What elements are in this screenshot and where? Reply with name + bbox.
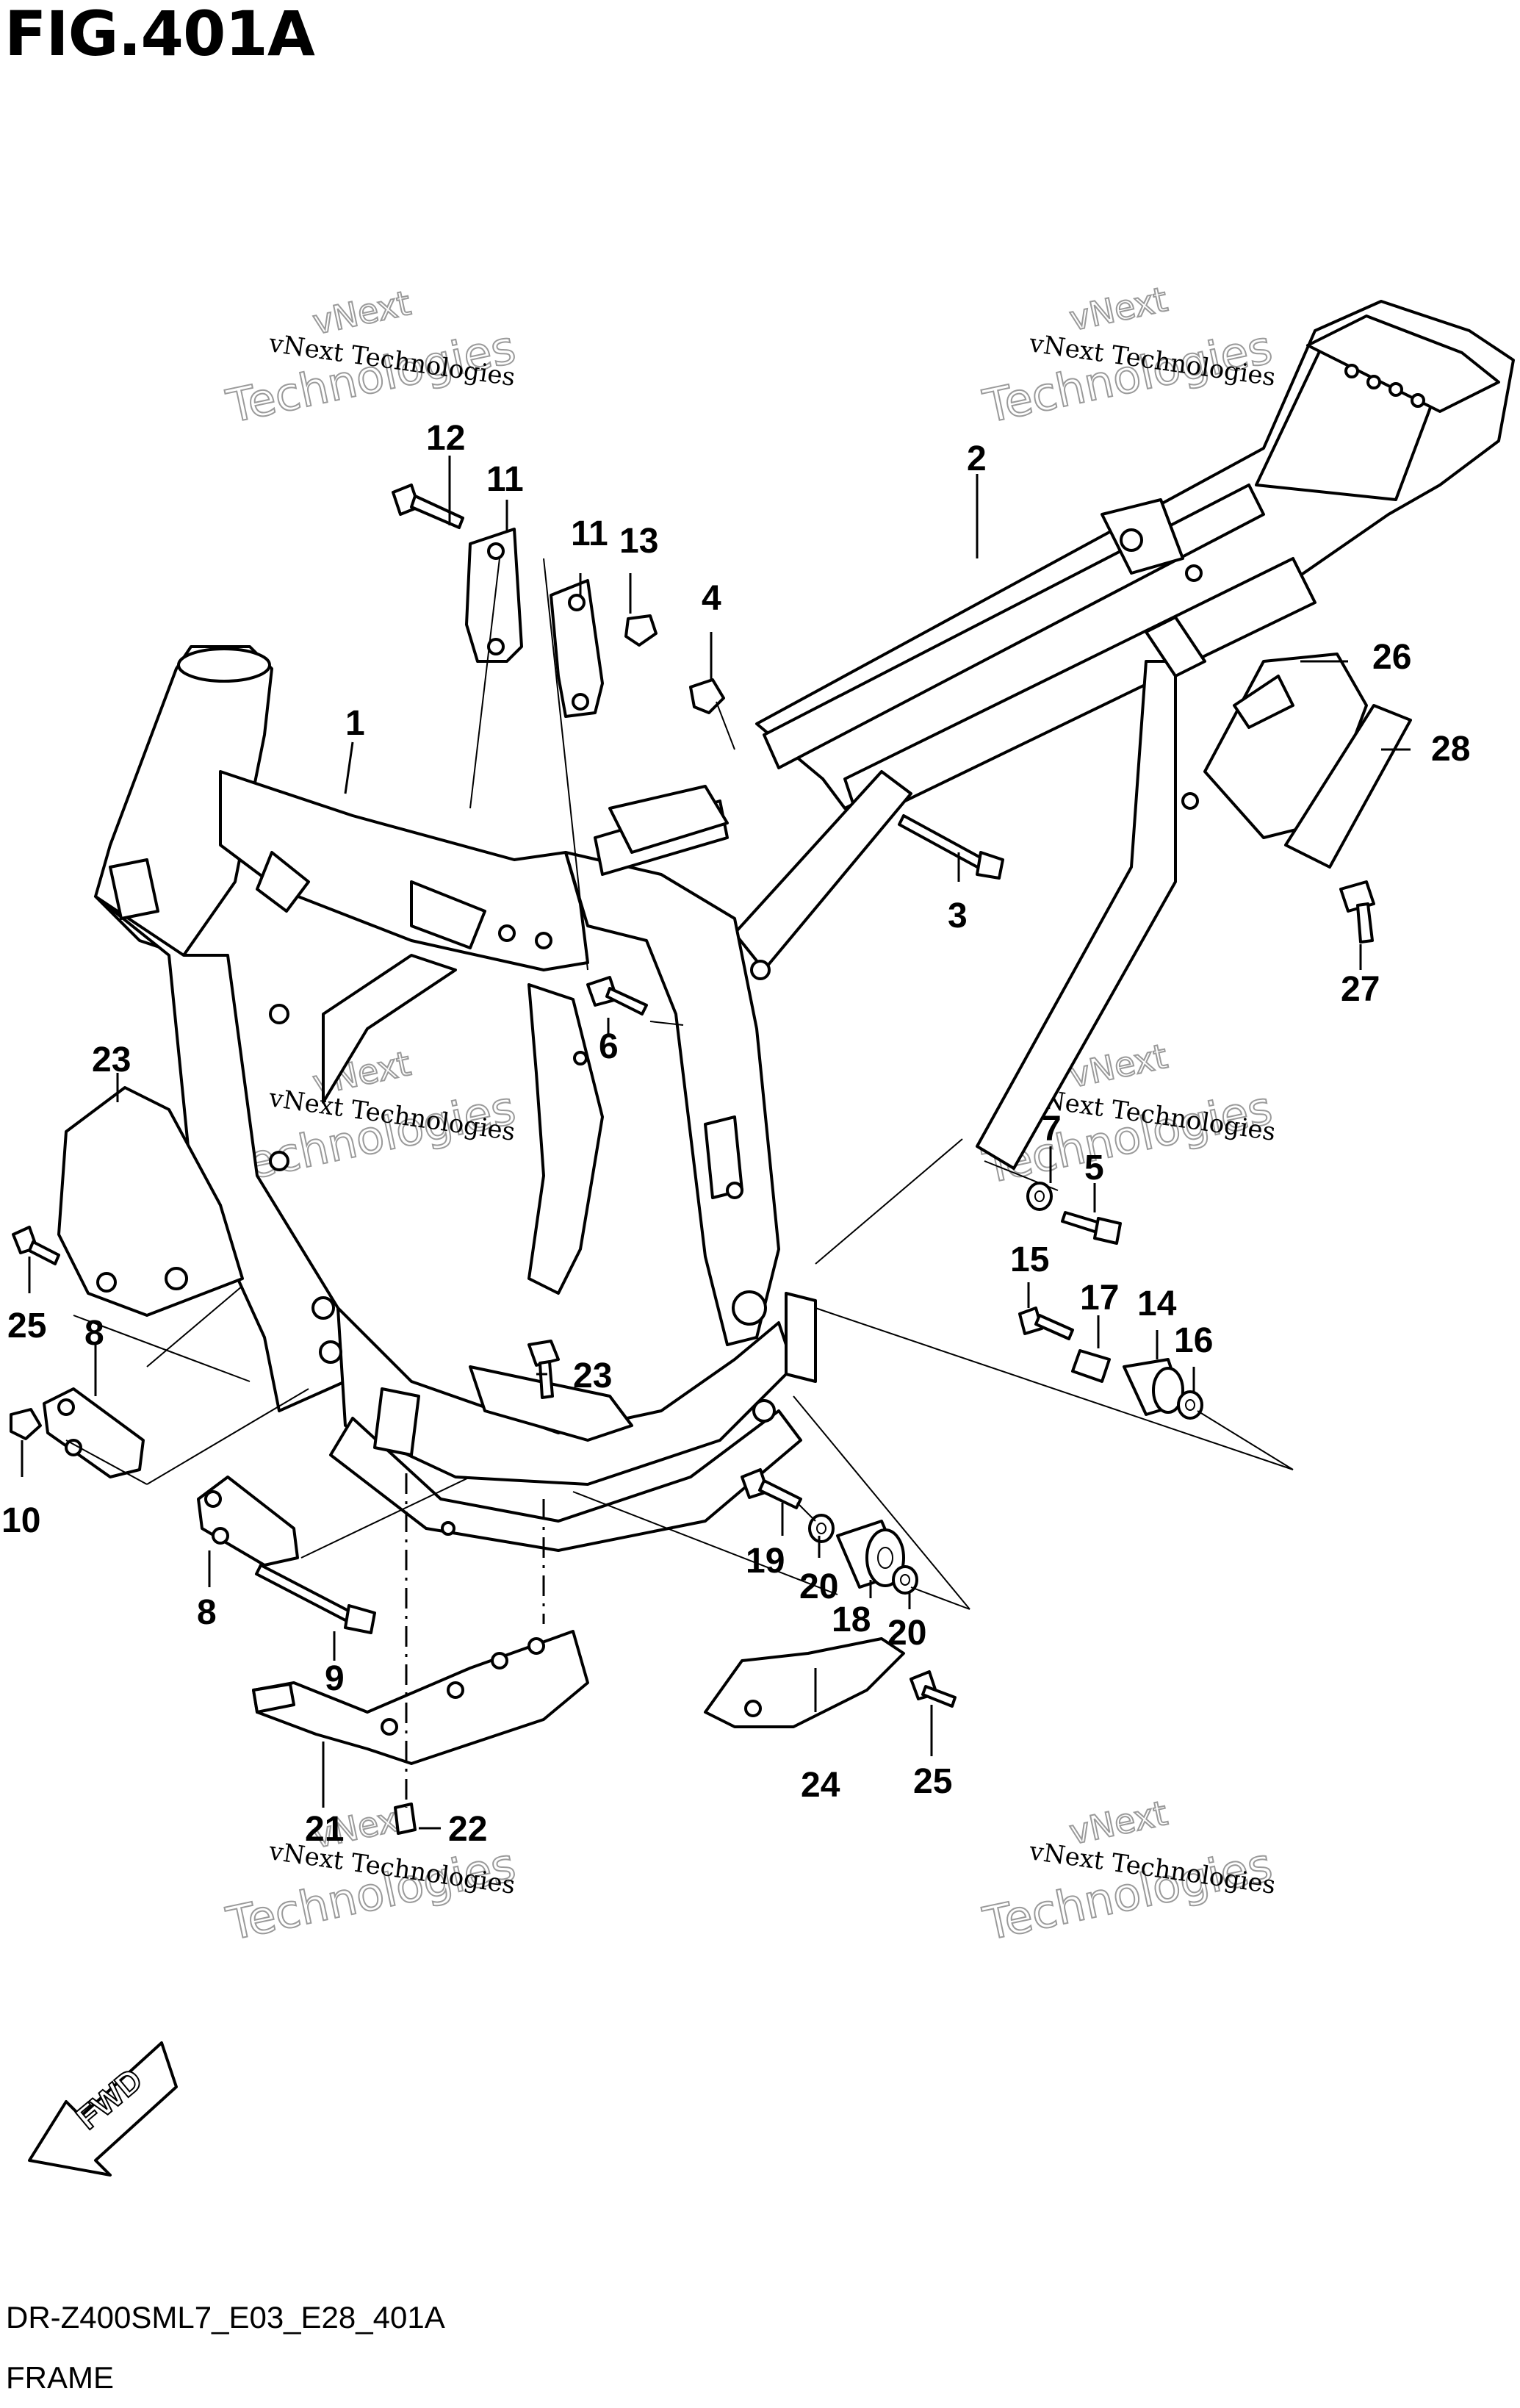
bushing-14 bbox=[1123, 1358, 1184, 1416]
washer-20a bbox=[808, 1514, 835, 1543]
bolt-22 bbox=[394, 1803, 417, 1835]
callout-21: 21 bbox=[305, 1810, 344, 1849]
callout-18: 18 bbox=[832, 1600, 871, 1639]
bolt-23b bbox=[527, 1340, 560, 1399]
callout-labels: 1 2 3 4 5 6 7 8 8 9 10 11 11 12 13 14 15… bbox=[1, 419, 1470, 1849]
callout-15: 15 bbox=[1010, 1240, 1049, 1279]
callout-11a: 11 bbox=[486, 460, 524, 499]
bolt-3 bbox=[898, 814, 1004, 880]
bolt-27 bbox=[1339, 880, 1375, 944]
callout-9: 9 bbox=[325, 1659, 345, 1698]
fwd-arrow: FWD bbox=[28, 2041, 178, 2177]
cover-28 bbox=[1284, 704, 1412, 869]
callout-8b: 8 bbox=[197, 1593, 217, 1632]
nut-13 bbox=[624, 614, 658, 647]
callout-23b: 23 bbox=[573, 1356, 612, 1395]
washer-16 bbox=[1177, 1390, 1203, 1420]
callout-12: 12 bbox=[426, 419, 465, 458]
model-code: DR-Z400SML7_E03_E28_401A bbox=[6, 2300, 445, 2335]
watermark-small-text: vNext bbox=[1066, 279, 1171, 339]
callout-7: 7 bbox=[1042, 1110, 1062, 1149]
callout-4: 4 bbox=[702, 579, 721, 618]
figure-caption: FRAME bbox=[6, 2360, 114, 2395]
guard-23-left bbox=[57, 1086, 244, 1317]
callout-22: 22 bbox=[448, 1810, 487, 1849]
callout-1: 1 bbox=[345, 704, 365, 743]
watermark-bottom-right: vNext Technologies vNext Technologies bbox=[978, 1792, 1278, 1952]
rear-subframe bbox=[733, 300, 1515, 1170]
callout-5: 5 bbox=[1084, 1149, 1104, 1187]
watermark-top-left: vNext Technologies vNext Technologies bbox=[221, 282, 521, 434]
callout-8a: 8 bbox=[84, 1314, 104, 1353]
washer-20b bbox=[892, 1565, 918, 1595]
callout-25a: 25 bbox=[7, 1307, 46, 1345]
callout-23a: 23 bbox=[92, 1041, 131, 1079]
callout-27: 27 bbox=[1341, 970, 1380, 1009]
collar-17 bbox=[1071, 1349, 1111, 1383]
callout-20b: 20 bbox=[887, 1614, 926, 1653]
callout-17: 17 bbox=[1080, 1279, 1119, 1318]
leader-lines bbox=[21, 456, 1411, 1830]
callout-11b: 11 bbox=[571, 514, 608, 553]
bolt-19 bbox=[741, 1468, 802, 1509]
callout-25b: 25 bbox=[913, 1762, 952, 1801]
skid-plate-21 bbox=[252, 1630, 589, 1765]
callout-14: 14 bbox=[1137, 1284, 1177, 1323]
callout-28: 28 bbox=[1431, 730, 1470, 769]
nut-10 bbox=[10, 1408, 42, 1440]
watermark-top-right: vNext Technologies vNext Technologies bbox=[978, 278, 1278, 434]
callout-10: 10 bbox=[1, 1501, 40, 1540]
callout-16: 16 bbox=[1174, 1321, 1213, 1360]
callout-13: 13 bbox=[619, 522, 658, 561]
callout-2: 2 bbox=[967, 439, 987, 478]
bolt-9 bbox=[255, 1564, 376, 1634]
main-frame bbox=[94, 645, 817, 1552]
callout-19: 19 bbox=[746, 1542, 785, 1581]
callout-24: 24 bbox=[801, 1766, 840, 1805]
callout-3: 3 bbox=[948, 896, 968, 935]
engine-mount-bracket-11b bbox=[550, 579, 604, 718]
cover-24 bbox=[704, 1637, 905, 1728]
watermark-small-text: vNext bbox=[309, 283, 414, 342]
bolt-5 bbox=[1061, 1211, 1122, 1245]
callout-20a: 20 bbox=[799, 1567, 838, 1606]
nut-4 bbox=[689, 678, 725, 714]
bolt-25a bbox=[12, 1226, 60, 1265]
bolt-15 bbox=[1018, 1307, 1074, 1340]
bolt-25b bbox=[910, 1670, 957, 1708]
figure-title: FIG.401A bbox=[4, 0, 315, 70]
watermark-mid-left: vNext Technologies vNext Technologies bbox=[221, 1043, 521, 1195]
bolt-12 bbox=[392, 484, 464, 529]
callout-6: 6 bbox=[599, 1027, 619, 1066]
bracket-8a bbox=[43, 1387, 145, 1478]
engine-mount-bracket-11a bbox=[465, 528, 523, 663]
callout-26: 26 bbox=[1372, 638, 1411, 677]
bolt-6 bbox=[586, 976, 648, 1016]
bracket-8b bbox=[197, 1476, 299, 1567]
